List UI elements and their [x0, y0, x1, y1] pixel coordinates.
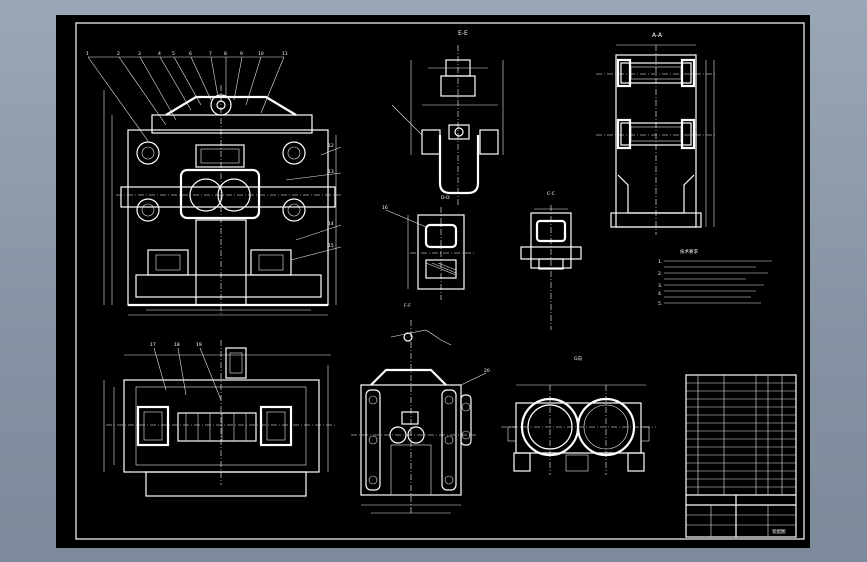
- view-label-aa: A-A: [652, 32, 663, 39]
- section-view-cc: [520, 205, 582, 330]
- part-number-5: 5: [172, 51, 175, 57]
- view-label-ee: E-E: [458, 30, 468, 37]
- view-label-gg: G向: [574, 355, 582, 362]
- front-view: [87, 56, 342, 316]
- parts-list-table: [685, 374, 797, 538]
- part-number-11: 11: [282, 51, 288, 57]
- part-number-18: 18: [174, 342, 180, 348]
- view-gg: [501, 384, 656, 475]
- part-number-16: 16: [382, 205, 388, 211]
- notes-title: 技术要求: [680, 248, 698, 255]
- note-line-4: 4.: [658, 291, 662, 297]
- part-number-7: 7: [209, 51, 212, 57]
- note-line-2: 2.: [658, 271, 662, 277]
- part-number-20: 20: [484, 368, 490, 374]
- section-view-aa: [596, 44, 716, 235]
- plan-view: [103, 340, 336, 497]
- part-number-12: 12: [328, 143, 334, 149]
- part-number-14: 14: [328, 221, 334, 227]
- view-label-cc: C-C: [547, 191, 555, 197]
- note-line-1: 1.: [658, 259, 662, 265]
- part-number-9: 9: [240, 51, 243, 57]
- inner-border: [75, 22, 805, 540]
- note-line-3: 3.: [658, 283, 662, 289]
- part-number-13: 13: [328, 169, 334, 175]
- part-number-4: 4: [158, 51, 161, 57]
- part-number-10: 10: [258, 51, 264, 57]
- part-number-8: 8: [224, 51, 227, 57]
- part-number-17: 17: [150, 342, 156, 348]
- note-line-5: 5.: [658, 301, 662, 307]
- technical-notes: [664, 260, 772, 304]
- section-view-ee: [391, 45, 504, 205]
- part-number-19: 19: [196, 342, 202, 348]
- part-number-6: 6: [189, 51, 192, 57]
- view-label-ff: F-F: [404, 303, 411, 309]
- drawing-sheet: 1 2 3 4 5 6 7 8 9 10 11 12 13 14 15 E-E …: [56, 15, 810, 548]
- section-view-dd: [385, 207, 474, 300]
- view-label-dd: D-D: [441, 195, 450, 201]
- part-number-15: 15: [328, 243, 334, 249]
- part-number-3: 3: [138, 51, 141, 57]
- part-number-1: 1: [86, 51, 89, 57]
- cad-drawing: 1 2 3 4 5 6 7 8 9 10 11 12 13 14 15 E-E …: [75, 22, 805, 540]
- part-number-2: 2: [117, 51, 120, 57]
- title-block-label: 装配图: [772, 528, 786, 535]
- section-view-ff: [351, 320, 487, 515]
